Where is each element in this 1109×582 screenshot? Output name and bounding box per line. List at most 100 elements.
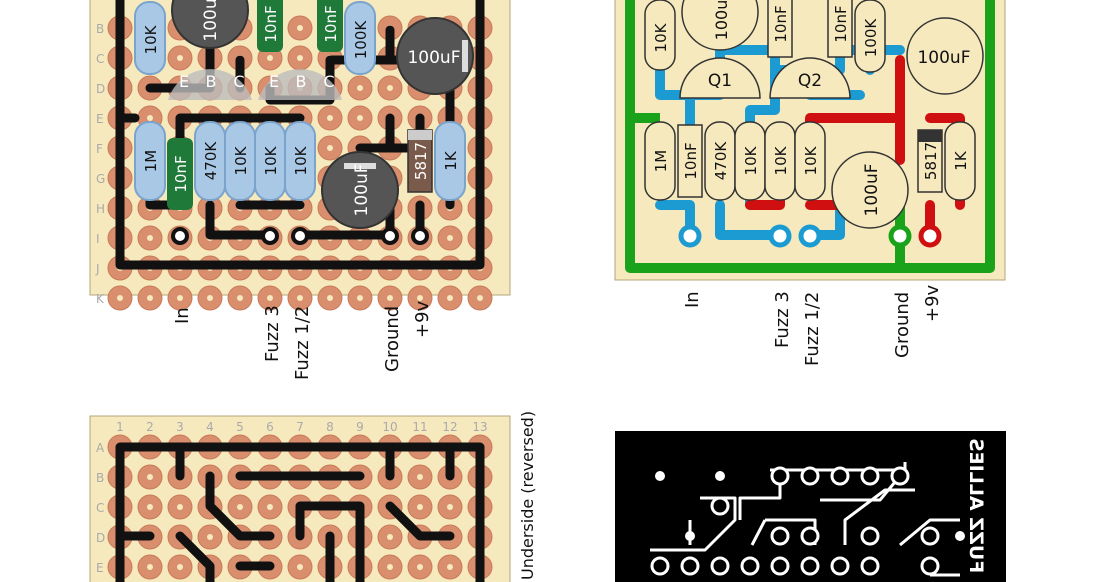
row-letter: F	[96, 142, 103, 156]
label-fuzz12: Fuzz 1/2	[292, 305, 313, 380]
pcb-resistor-1k-label: 1K	[952, 150, 970, 171]
resistor-1k: 1K	[434, 121, 466, 201]
capacitor-100uf-bottom: 100uF	[321, 151, 399, 229]
row-letter: B	[96, 22, 104, 36]
ground-trace	[625, 0, 995, 273]
resistor-1k-label: 1K	[442, 150, 460, 171]
pcb-resistor-10k-b-label: 10K	[742, 145, 760, 175]
drill-hole	[357, 115, 363, 121]
drill-hole	[207, 295, 213, 301]
row-letter: D	[96, 82, 105, 96]
capacitor-10nf-c-label: 10nF	[172, 155, 190, 192]
pcb-transistor-q2: Q2	[769, 57, 851, 99]
column-number: 1	[116, 420, 124, 434]
capacitor-10nf-b: 10nF	[317, 0, 343, 52]
pcb-resistor-10k-a: 10K	[644, 0, 676, 71]
capacitor-10nf-b-label: 10nF	[322, 5, 340, 42]
drill-hole	[417, 504, 423, 510]
pcb-capacitor-10nf-b-label: 10nF	[832, 5, 850, 42]
resistor-10k-d-label: 10K	[292, 145, 310, 175]
column-number: 5	[236, 420, 244, 434]
transistor-q1-collector: C	[233, 72, 244, 91]
drill-hole	[207, 534, 213, 540]
row-letter: K	[96, 292, 105, 306]
column-number: 13	[472, 420, 487, 434]
capacitor-100u-top-label: 100u	[201, 0, 221, 42]
capacitor-10nf-a-label: 10nF	[262, 5, 280, 42]
pcb-diode-5817: 5817	[917, 129, 943, 193]
drill-hole	[147, 504, 153, 510]
resistor-10k-c: 10K	[254, 121, 286, 201]
pcb-capacitor-10nf-b: 10nF	[827, 0, 853, 58]
drill-hole	[147, 295, 153, 301]
drill-hole	[417, 295, 423, 301]
pcb-capacitor-100u: 100u	[681, 0, 759, 51]
resistor-10k-top-label: 10K	[142, 24, 160, 54]
pcb-transistor-q2-label: Q2	[798, 71, 822, 91]
column-number: 9	[356, 420, 364, 434]
pcb-label-in: In	[682, 291, 703, 308]
column-number: 3	[176, 420, 184, 434]
drill-hole	[147, 474, 153, 480]
transistor-q1-base: B	[206, 72, 217, 91]
pcb-label-fuzz3: Fuzz 3	[772, 291, 793, 348]
label-9v: +9v	[412, 300, 433, 338]
pcb-capacitor-100uf-label: 100uF	[917, 48, 970, 68]
pcb-label-ground: Ground	[892, 291, 913, 358]
drill-hole	[147, 235, 153, 241]
pcb-transistor-q1: Q1	[679, 57, 761, 99]
row-letter: D	[96, 531, 105, 545]
label-in: In	[172, 307, 193, 324]
column-number: 6	[266, 420, 274, 434]
pcb-resistor-1m: 1M	[644, 121, 676, 201]
drill-hole	[297, 55, 303, 61]
artwork-pads	[650, 466, 965, 576]
row-letter: C	[96, 52, 104, 66]
label-ground: Ground	[382, 305, 403, 372]
drill-hole	[267, 504, 273, 510]
pcb-capacitor-100u-label: 100u	[712, 0, 731, 40]
diode-5817-label: 5817	[412, 142, 430, 180]
pcb-capacitor-10nf-a-label: 10nF	[772, 5, 790, 42]
row-letter: A	[96, 441, 105, 455]
row-letter: B	[96, 471, 104, 485]
drill-hole	[417, 474, 423, 480]
drill-hole	[297, 25, 303, 31]
drill-hole	[357, 295, 363, 301]
pcb-resistor-10k-a-label: 10K	[652, 22, 670, 52]
pcb-artwork: FUZZ ALLIES	[615, 431, 1006, 582]
resistor-1m-label: 1M	[142, 150, 160, 173]
capacitor-10nf-c: 10nF	[167, 138, 193, 210]
pcb-resistor-10k-b: 10K	[734, 121, 766, 201]
drill-hole	[147, 564, 153, 570]
resistor-10k-b: 10K	[224, 121, 256, 201]
drill-hole	[447, 564, 453, 570]
row-letters-underside: A B C D E	[96, 441, 105, 575]
drill-hole	[297, 564, 303, 570]
resistor-10k-c-label: 10K	[262, 145, 280, 175]
resistor-1m: 1M	[134, 121, 166, 201]
resistor-10k-top: 10K	[134, 1, 166, 75]
drill-hole	[447, 235, 453, 241]
pcb-resistor-10k-d: 10K	[794, 121, 826, 201]
transistor-q2-collector: C	[323, 72, 334, 91]
column-number: 4	[206, 420, 214, 434]
drill-hole	[177, 564, 183, 570]
diode-5817: 5817	[407, 129, 433, 193]
pcb-resistor-1m-label: 1M	[652, 150, 670, 173]
underside-caption: Underside (reversed)	[518, 410, 537, 580]
drill-hole	[177, 55, 183, 61]
transistor-q1-emitter: E	[179, 72, 189, 91]
row-letter: C	[96, 501, 104, 515]
drill-hole	[267, 55, 273, 61]
row-letter: E	[96, 561, 104, 575]
transistor-q2-base: B	[296, 72, 307, 91]
drill-hole	[417, 564, 423, 570]
column-number: 7	[296, 420, 304, 434]
row-letter: I	[96, 232, 100, 246]
transistor-q2-emitter: E	[269, 72, 279, 91]
pcb-capacitor-100uf: 100uF	[906, 17, 984, 95]
